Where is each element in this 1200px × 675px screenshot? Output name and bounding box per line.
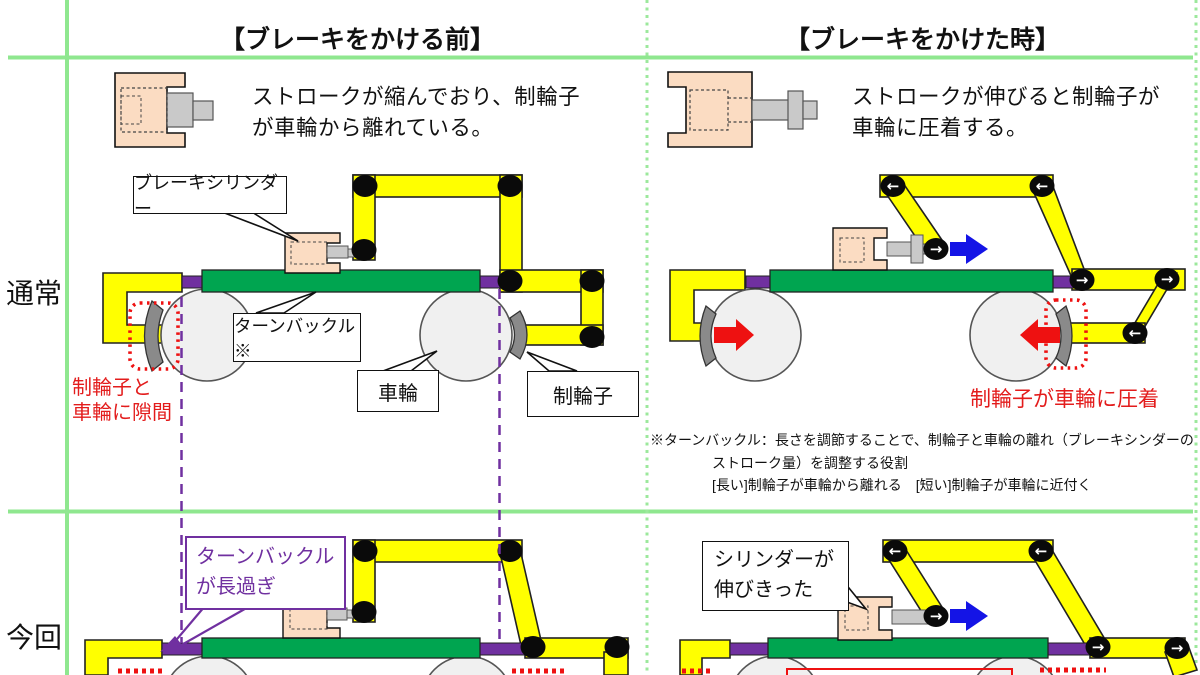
brake-beam	[767, 637, 1049, 659]
turnbuckle-reference-lines	[180, 289, 501, 643]
pivot-pins	[351, 175, 605, 348]
pressed-note: 制輪子が車輪に圧着	[970, 388, 1159, 411]
turnbuckle-segment	[745, 275, 771, 289]
contact-marks-red	[682, 667, 1106, 675]
motion-right-icon: →	[930, 240, 943, 258]
too-long-pointer	[160, 605, 251, 652]
gap-note-line2: 車輪に隙間	[72, 402, 172, 424]
motion-left-icon: ←	[1035, 542, 1048, 560]
brake-shoe-label: 制輪子	[527, 371, 639, 417]
wheel-label: 車輪	[357, 370, 439, 412]
force-arrows-red	[714, 319, 1060, 351]
title-when-braking: 【ブレーキをかけた時】	[784, 26, 1060, 54]
cylinder-extended-line1: シリンダーが	[714, 549, 834, 571]
brake-beam	[201, 637, 481, 659]
turnbuckle-label-text: ターンバックル※	[234, 315, 356, 361]
piston-motion-arrow-blue	[950, 234, 988, 264]
motion-left-icon: ←	[889, 542, 902, 560]
wheel	[419, 288, 513, 382]
wheel	[428, 655, 506, 675]
pivot-pins: ← ← → → →	[882, 540, 1190, 659]
gap-note: 制輪子と 車輪に隙間	[72, 376, 172, 426]
brake-shoe	[699, 304, 717, 368]
turnbuckle-segment	[479, 275, 501, 289]
brake-shoe-label-text: 制輪子	[553, 385, 613, 408]
diagram-current-before	[84, 539, 630, 675]
description-before-line2: が車輪から離れている。	[252, 116, 494, 140]
brake-shoe	[1055, 304, 1073, 368]
footnote-line2: ストローク量）を調整する役割	[712, 454, 908, 471]
cylinder-extended-callout: シリンダーが 伸びきった	[702, 541, 849, 611]
motion-left-icon: ←	[887, 177, 900, 195]
brake-cylinder-label-text: ブレーキシリンダー	[134, 173, 278, 219]
brake-linkage	[84, 539, 629, 675]
wheel	[736, 655, 814, 675]
pivot-pins: ← ← → → → ←	[880, 175, 1180, 344]
turnbuckle-segment-long	[479, 642, 526, 656]
footnote-line1: ※ターンバックル：長さを調節することで、制輪子と車輪の離れ（ブレーキシンダーの	[650, 432, 1194, 448]
cylinder-extended-line2: 伸びきった	[714, 579, 814, 601]
turnbuckle-footnote: ※ターンバックル：長さを調節することで、制輪子と車輪の離れ（ブレーキシンダーの …	[650, 429, 1194, 497]
too-long-line1: ターンバックル	[196, 546, 335, 568]
piston-motion-arrow-blue	[950, 601, 988, 631]
grid-lines	[8, 0, 1198, 675]
diagram-current-braking: ← ← → → →	[679, 539, 1199, 675]
brake-beam	[769, 269, 1054, 293]
motion-left-icon: ←	[1129, 324, 1142, 342]
row-label-current: 今回	[6, 622, 63, 653]
description-before-line1: ストロークが縮んでおり、制輪子	[252, 85, 581, 109]
wheel	[170, 655, 248, 675]
description-after-line1: ストロークが伸びると制輪子が	[852, 85, 1161, 109]
turnbuckle-segment	[181, 275, 203, 289]
cylinder-icon-extended	[667, 71, 818, 148]
brake-beam	[201, 269, 481, 293]
brake-cylinder	[837, 596, 929, 641]
description-before: ストロークが縮んでおり、制輪子 が車輪から離れている。	[252, 82, 580, 144]
turnbuckle-segment-long	[1047, 642, 1091, 656]
motion-right-icon: →	[1171, 639, 1184, 657]
brake-cylinder	[284, 232, 364, 274]
too-long-line2: が長過ぎ	[196, 576, 276, 598]
gap-highlight-box	[128, 301, 180, 371]
motion-right-icon: →	[930, 607, 943, 625]
turnbuckle-segment-long	[729, 642, 769, 656]
motion-left-icon: ←	[1036, 177, 1049, 195]
turnbuckle-too-long-callout: ターンバックル が長過ぎ	[185, 536, 346, 610]
brake-shoe	[509, 310, 528, 360]
row-label-normal: 通常	[6, 278, 63, 309]
wheel	[976, 655, 1054, 675]
wheel-label-text: 車輪	[378, 382, 418, 405]
motion-right-icon: →	[1076, 271, 1089, 289]
description-after: ストロークが伸びると制輪子が 車輪に圧着する。	[852, 82, 1160, 144]
description-after-line2: 車輪に圧着する。	[852, 116, 1029, 140]
cylinder-icon-retracted	[114, 72, 214, 148]
brake-shoe	[143, 299, 164, 373]
footnote-line3: [長い]制輪子が車輪から離れる [短い]制輪子が車輪に近付く	[712, 477, 1092, 493]
motion-right-icon: →	[1092, 638, 1105, 656]
diagram-normal-before	[102, 174, 605, 382]
motion-right-icon: →	[1161, 270, 1174, 288]
gap-note-line1: 制輪子と	[72, 377, 152, 399]
title-before-braking: 【ブレーキをかける前】	[219, 26, 495, 54]
brake-cylinder-label: ブレーキシリンダー	[133, 173, 287, 219]
turnbuckle-label: ターンバックル※	[233, 313, 361, 362]
diagram-normal-braking: ← ← → → → ←	[669, 174, 1186, 382]
pivot-pins	[351, 540, 630, 658]
